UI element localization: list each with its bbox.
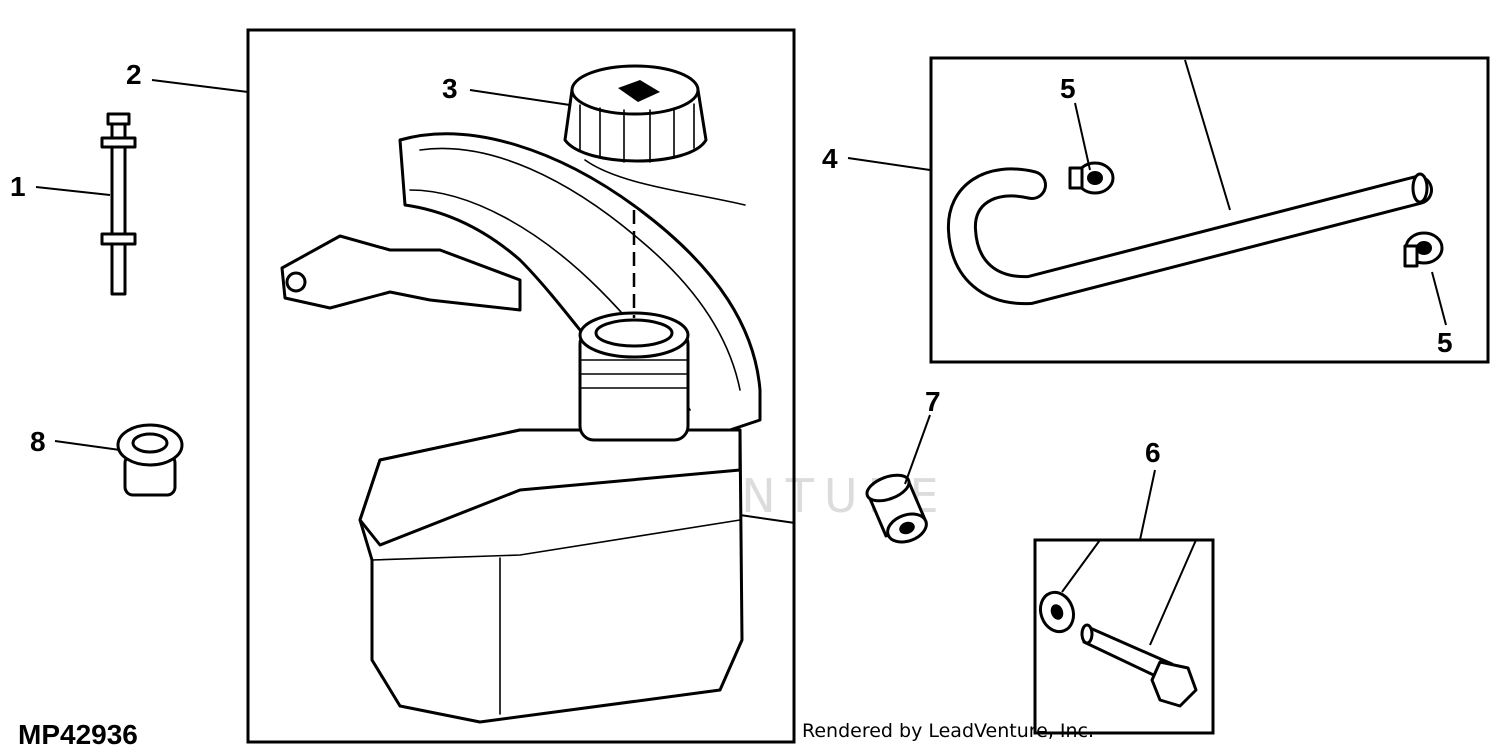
hose-group-box bbox=[929, 56, 1490, 364]
part-6-washer-bolt bbox=[1038, 590, 1198, 708]
part-5-hose-clamp bbox=[1068, 161, 1115, 195]
leader-lines bbox=[35, 79, 1447, 646]
figure-id: MP42936 bbox=[18, 719, 138, 750]
callout-4: 4 bbox=[822, 143, 838, 174]
part-1-stud bbox=[100, 112, 137, 296]
callout-5-upper: 5 bbox=[1060, 73, 1076, 104]
callout-1: 1 bbox=[10, 171, 26, 202]
part-5-hose-clamp bbox=[1403, 231, 1444, 268]
callout-6: 6 bbox=[1145, 437, 1161, 468]
part-4-hose bbox=[946, 59, 1433, 306]
part-2-fuel-tank bbox=[280, 132, 762, 724]
callout-7: 7 bbox=[925, 386, 941, 417]
fuel-tank-group-box bbox=[246, 28, 796, 744]
render-credit: Rendered by LeadVenture, Inc. bbox=[802, 720, 1094, 742]
callout-8: 8 bbox=[30, 426, 46, 457]
part-8-grommet bbox=[116, 423, 184, 497]
part-7-spacer bbox=[865, 473, 928, 544]
callout-2: 2 bbox=[126, 59, 142, 90]
hardware-group-box bbox=[1033, 538, 1215, 735]
callout-3: 3 bbox=[442, 73, 458, 104]
part-3-fuel-cap bbox=[563, 64, 746, 318]
callout-5-lower: 5 bbox=[1437, 327, 1453, 358]
